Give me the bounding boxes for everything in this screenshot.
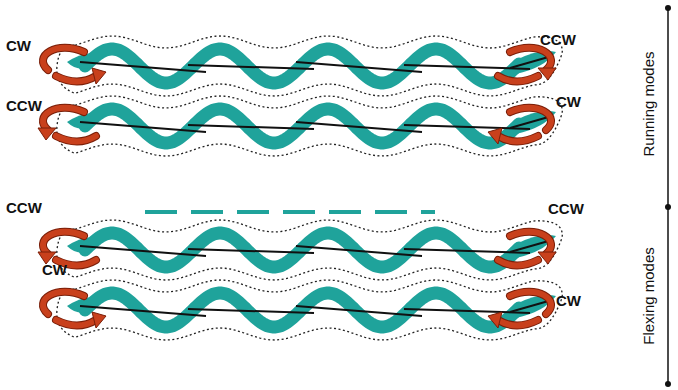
- arrow-head: [488, 312, 502, 328]
- rotation-arrow: [498, 48, 556, 81]
- arrow-outline: [56, 320, 96, 325]
- arrow-body: [510, 48, 551, 70]
- bracket-dot: [665, 381, 671, 387]
- rotation-label: CW: [556, 293, 581, 308]
- arrow-body: [498, 136, 538, 141]
- rotation-arrow: [43, 292, 106, 328]
- arrow-body: [56, 136, 96, 141]
- separator-dash: [145, 210, 435, 214]
- arrow-head: [92, 68, 106, 84]
- arrow-body: [43, 232, 84, 254]
- arrow-outline: [43, 108, 84, 130]
- rotation-arrow: [488, 292, 551, 328]
- axis-segment: [188, 125, 314, 129]
- mode-label: Running modes: [641, 51, 656, 156]
- arrow-outline: [498, 76, 538, 81]
- arrow-outline: [56, 76, 96, 81]
- arrow-body: [510, 292, 551, 314]
- arrow-head: [92, 312, 106, 328]
- arrow-body: [498, 76, 538, 81]
- rotation-label: CCW: [6, 98, 42, 113]
- arrow-body: [56, 76, 96, 81]
- rotation-arrow: [38, 232, 96, 265]
- axis-segment: [296, 306, 422, 316]
- rotation-label: CW: [42, 262, 67, 277]
- arrow-outline: [43, 48, 84, 70]
- arrow-body: [498, 260, 538, 265]
- arrow-body: [43, 108, 84, 130]
- axis-segment: [80, 122, 206, 132]
- helix-tip: [67, 237, 91, 253]
- axis-segment: [296, 62, 422, 72]
- arrow-outline: [498, 136, 538, 141]
- helix-tip: [67, 297, 91, 313]
- arrow-outline: [498, 320, 538, 325]
- axis-segment: [296, 122, 422, 132]
- arrow-outline: [56, 136, 96, 141]
- arrow-outline: [498, 260, 538, 265]
- mode-bracket: [667, 8, 669, 384]
- dotted-envelope: [57, 96, 562, 156]
- axis-segment: [188, 249, 314, 253]
- rotation-arrow: [488, 108, 551, 144]
- axis-segment: [296, 246, 422, 256]
- rotation-label: CCW: [540, 32, 576, 47]
- arrow-outline: [510, 292, 551, 314]
- rotation-label: CCW: [6, 200, 42, 215]
- rotation-label: CW: [556, 94, 581, 109]
- dotted-envelope: [57, 36, 562, 96]
- rotation-arrow: [38, 108, 96, 141]
- arrow-head: [488, 128, 502, 144]
- arrow-body: [498, 320, 538, 325]
- dotted-envelope: [57, 280, 562, 340]
- helix-tip: [67, 53, 91, 69]
- arrow-body: [43, 292, 84, 314]
- arrow-head: [538, 252, 556, 264]
- rotation-arrow: [43, 48, 106, 84]
- arrow-outline: [510, 232, 551, 254]
- rotation-label: CCW: [548, 201, 584, 216]
- axis-segment: [80, 246, 206, 256]
- dotted-envelope: [57, 220, 562, 280]
- rotation-label: CW: [6, 38, 31, 53]
- rotation-arrow: [498, 232, 556, 265]
- bracket-dot: [665, 204, 671, 210]
- arrow-body: [510, 232, 551, 254]
- bracket-dot: [665, 5, 671, 11]
- arrow-outline: [43, 232, 84, 254]
- arrow-outline: [510, 108, 551, 130]
- axis-segment: [188, 309, 314, 313]
- arrow-head: [38, 128, 56, 140]
- axis-segment: [188, 65, 314, 69]
- mode-label: Flexing modes: [641, 247, 656, 345]
- arrow-head: [538, 68, 556, 80]
- helix-tip: [67, 113, 91, 129]
- arrow-outline: [510, 48, 551, 70]
- arrow-body: [43, 48, 84, 70]
- arrow-body: [510, 108, 551, 130]
- arrow-body: [56, 320, 96, 325]
- arrow-outline: [43, 292, 84, 314]
